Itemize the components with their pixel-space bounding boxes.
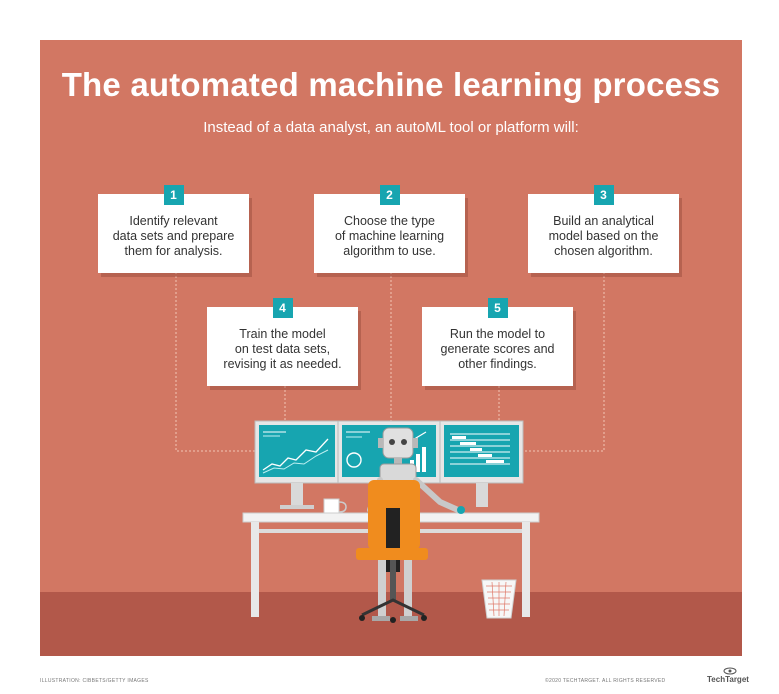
step-card-3: 3 Build an analytical model based on the… (528, 185, 679, 273)
step-text-3: Build an analytical model based on the c… (548, 214, 659, 258)
infographic-panel: The automated machine learning process I… (40, 40, 742, 656)
wastebasket-icon (481, 579, 517, 619)
step-text-5: Run the model to generate scores and oth… (440, 327, 555, 371)
step-badge-5: 5 (487, 298, 508, 318)
step-badge-4: 4 (272, 298, 293, 318)
page-title: The automated machine learning process (61, 66, 721, 103)
illustration-credit: ILLUSTRATION: CIBBETS/GETTY IMAGES (40, 678, 149, 684)
step-card-5: 5 Run the model to generate scores and o… (422, 298, 573, 386)
step-text-1: Identify relevant data sets and prepare … (112, 214, 235, 258)
step-card-4: 4 Train the model on test data sets, rev… (207, 298, 358, 386)
step-text-4: Train the model on test data sets, revis… (223, 327, 342, 371)
step-badge-2: 2 (379, 185, 400, 205)
eye-icon (723, 667, 737, 675)
monitor-icon (439, 420, 524, 507)
step-card-1: 1 Identify relevant data sets and prepar… (98, 185, 249, 273)
coffee-mug-icon (323, 498, 347, 514)
connector-step-3 (523, 272, 605, 452)
workstation-illustration (242, 420, 540, 623)
monitor-icon (254, 420, 340, 509)
step-card-2: 2 Choose the type of machine learning al… (314, 185, 465, 273)
office-chair (356, 480, 428, 623)
brand-logo: TechTarget (707, 675, 749, 684)
step-text-2: Choose the type of machine learning algo… (334, 214, 445, 258)
step-badge-1: 1 (163, 185, 184, 205)
connector-lines (175, 272, 605, 452)
floor (40, 592, 742, 656)
copyright-notice: ©2020 TECHTARGET. ALL RIGHTS RESERVED (545, 678, 666, 684)
page-subtitle: Instead of a data analyst, an autoML too… (203, 119, 579, 136)
step-badge-3: 3 (593, 185, 614, 205)
